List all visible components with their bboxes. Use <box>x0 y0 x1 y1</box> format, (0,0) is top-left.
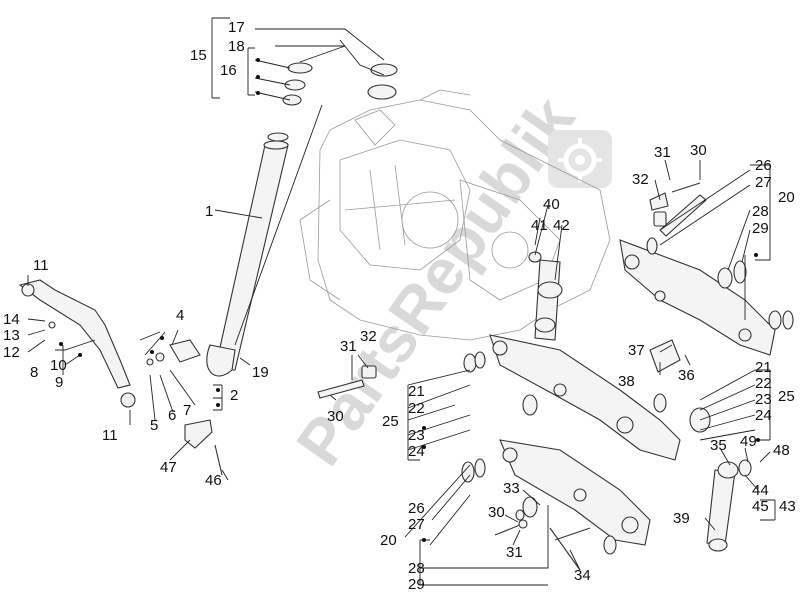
callout-label: 23 <box>755 391 772 408</box>
callout-label: 17 <box>228 19 245 36</box>
callout-label: 24 <box>755 407 772 424</box>
callout-label: 41 <box>531 217 548 234</box>
callout-label: 49 <box>740 433 757 450</box>
callout-label: 29 <box>408 576 425 593</box>
callout-label: 26 <box>408 500 425 517</box>
callout-label: 11 <box>33 257 49 274</box>
callout-label: 30 <box>327 408 344 425</box>
leader-lines <box>27 17 776 586</box>
upper-swingarm-part <box>619 192 794 356</box>
callout-label: 22 <box>755 375 772 392</box>
callout-label: 27 <box>408 516 425 533</box>
callout-label: 30 <box>690 142 707 159</box>
callout-label: 47 <box>160 459 177 476</box>
callout-label: 44 <box>752 482 769 499</box>
callout-label: 30 <box>488 504 505 521</box>
callout-label: 14 <box>3 311 20 328</box>
pivot-parts <box>146 339 223 476</box>
callout-label: 26 <box>755 157 772 174</box>
callout-label: 1 <box>205 203 213 220</box>
callout-label: 24 <box>408 443 425 460</box>
callout-label: 28 <box>408 560 425 577</box>
bearing-race-parts <box>282 62 398 106</box>
callout-label: 9 <box>55 374 63 391</box>
callout-label: 48 <box>773 442 790 459</box>
lower-swingarm-part <box>461 439 651 571</box>
callout-label: 39 <box>673 510 690 527</box>
callout-label: 20 <box>380 532 397 549</box>
callout-label: 42 <box>553 217 570 234</box>
bolt-parts <box>317 182 701 541</box>
callout-label: 25 <box>778 388 795 405</box>
gear-icon <box>548 130 612 188</box>
callout-label: 22 <box>408 400 425 417</box>
callout-label: 34 <box>574 567 591 584</box>
callout-label: 16 <box>220 62 237 79</box>
callout-label: 13 <box>3 327 20 344</box>
callout-label: 18 <box>228 38 245 55</box>
callout-label: 37 <box>628 342 645 359</box>
callout-label: 29 <box>752 220 769 237</box>
callout-label: 19 <box>252 364 269 381</box>
callout-label: 45 <box>752 498 769 515</box>
group-markers <box>59 58 760 542</box>
callout-label: 21 <box>408 383 425 400</box>
callout-label: 23 <box>408 427 425 444</box>
callout-label: 46 <box>205 472 222 489</box>
callout-label: 2 <box>230 387 238 404</box>
callout-label: 27 <box>755 174 772 191</box>
callout-label: 7 <box>183 402 191 419</box>
callout-label: 35 <box>710 437 727 454</box>
callout-label: 25 <box>382 413 399 430</box>
callout-label: 8 <box>30 364 38 381</box>
callout-label: 40 <box>543 196 560 213</box>
callout-label: 28 <box>752 203 769 220</box>
middle-swingarm-part <box>463 334 711 461</box>
brake-lever-part <box>18 279 136 408</box>
shock-absorber-part <box>528 251 563 341</box>
callout-label: 38 <box>618 373 635 390</box>
steering-column-part <box>206 132 289 377</box>
callout-label: 31 <box>654 144 671 161</box>
callout-label: 33 <box>503 480 520 497</box>
callout-label: 4 <box>176 307 184 324</box>
callout-label: 32 <box>360 328 377 345</box>
callout-label: 31 <box>506 544 523 561</box>
callout-label: 6 <box>168 407 176 424</box>
callout-label: 31 <box>340 338 357 355</box>
callout-label: 11 <box>102 427 118 444</box>
callout-label: 12 <box>3 344 20 361</box>
callout-label: 36 <box>678 367 695 384</box>
callout-label: 32 <box>632 171 649 188</box>
callout-label: 5 <box>150 417 158 434</box>
callout-label: 15 <box>190 47 207 64</box>
callout-label: 20 <box>778 189 795 206</box>
callout-label: 10 <box>50 357 67 374</box>
lower-right-shock-part <box>706 459 752 552</box>
callout-label: 21 <box>755 359 772 376</box>
callout-labels: 17 18 15 16 1 11 14 13 12 10 8 9 4 5 6 7… <box>3 19 796 593</box>
callout-label: 43 <box>779 498 796 515</box>
